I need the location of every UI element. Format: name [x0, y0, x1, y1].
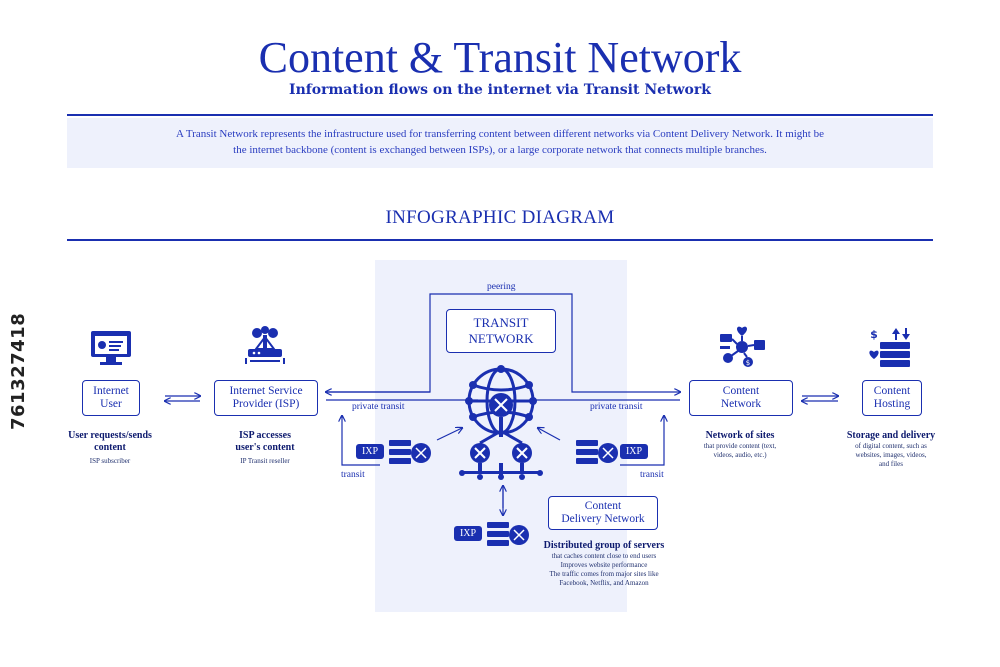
- node-label: Delivery Network: [561, 513, 645, 525]
- internet-user-node: Internet User: [82, 380, 140, 416]
- description-box: [67, 118, 933, 168]
- svg-text:$: $: [870, 328, 878, 341]
- content-network-icon: $: [720, 326, 765, 367]
- cdn-detail: The traffic comes from major sites like: [549, 570, 659, 578]
- node-label: User: [100, 398, 122, 410]
- monitor-user-icon: [91, 331, 131, 365]
- node-label: Content: [584, 500, 622, 512]
- cdn-detail: that caches content close to end users: [551, 552, 657, 560]
- node-label: TRANSIT: [473, 315, 529, 330]
- isp-caption: user's content: [235, 442, 295, 453]
- cdn-detail: Improves website performance: [560, 561, 648, 569]
- ixp-badge: IXP: [454, 526, 482, 541]
- node-label: Internet Service: [229, 385, 303, 397]
- top-divider: [67, 114, 933, 116]
- isp-detail: IP Transit reseller: [240, 457, 290, 465]
- internet-user-detail: ISP subscriber: [89, 457, 131, 465]
- isp-router-icon: [245, 326, 285, 364]
- content-network-detail: videos, audio, etc.): [713, 451, 767, 459]
- content-hosting-detail: websites, images, videos,: [855, 451, 927, 459]
- node-label: Network: [720, 398, 762, 410]
- ixp-badge: IXP: [356, 444, 384, 459]
- section-divider: [67, 239, 933, 241]
- node-label: NETWORK: [468, 331, 534, 346]
- page-subtitle: Information flows on the internet via Tr…: [289, 82, 711, 98]
- description-line: the internet backbone (content is exchan…: [233, 144, 767, 156]
- content-network-caption: Network of sites: [705, 430, 775, 441]
- node-label: Internet: [93, 385, 129, 397]
- page-title: Content & Transit Network: [258, 33, 742, 82]
- cdn-node: Content Delivery Network: [548, 496, 658, 530]
- content-hosting-icon: $: [869, 328, 910, 367]
- ixp-badge: IXP: [620, 444, 648, 459]
- server-switch-icon: [389, 440, 431, 464]
- globe-network-icon: [459, 365, 543, 480]
- content-network-detail: that provide content (text,: [703, 442, 777, 450]
- content-network-node: Content Network: [689, 380, 793, 416]
- cdn-detail: Facebook, Netflix, and Amazon: [559, 579, 649, 587]
- server-switch-icon: [576, 440, 618, 464]
- server-switch-icon: [487, 522, 529, 546]
- description: A Transit Network represents the infrast…: [100, 126, 900, 158]
- isp-node: Internet Service Provider (ISP): [214, 380, 318, 416]
- transit-label: transit: [640, 470, 664, 480]
- peering-label: peering: [487, 282, 516, 292]
- section-heading: INFOGRAPHIC DIAGRAM: [385, 207, 615, 228]
- node-label: Content: [722, 385, 760, 397]
- description-line: A Transit Network represents the infrast…: [175, 128, 824, 140]
- node-label: Content: [873, 385, 911, 397]
- internet-user-caption: User requests/sends: [68, 430, 152, 441]
- content-hosting-detail: of digital content, such as: [855, 442, 927, 450]
- stock-id-watermark: 761327418: [8, 312, 29, 430]
- node-label: Hosting: [873, 398, 911, 410]
- content-hosting-caption: Storage and delivery: [846, 430, 936, 441]
- cdn-caption: Distributed group of servers: [543, 540, 665, 551]
- isp-caption: ISP accesses: [239, 430, 291, 441]
- node-label: Provider (ISP): [232, 398, 300, 410]
- transit-network-node: TRANSIT NETWORK: [446, 309, 556, 353]
- content-hosting-node: Content Hosting: [862, 380, 922, 416]
- internet-user-caption: content: [94, 442, 126, 453]
- svg-text:$: $: [746, 359, 750, 367]
- transit-label: transit: [341, 470, 365, 480]
- private-transit-label: private transit: [352, 402, 405, 412]
- private-transit-label: private transit: [590, 402, 643, 412]
- content-hosting-detail: and files: [879, 460, 903, 468]
